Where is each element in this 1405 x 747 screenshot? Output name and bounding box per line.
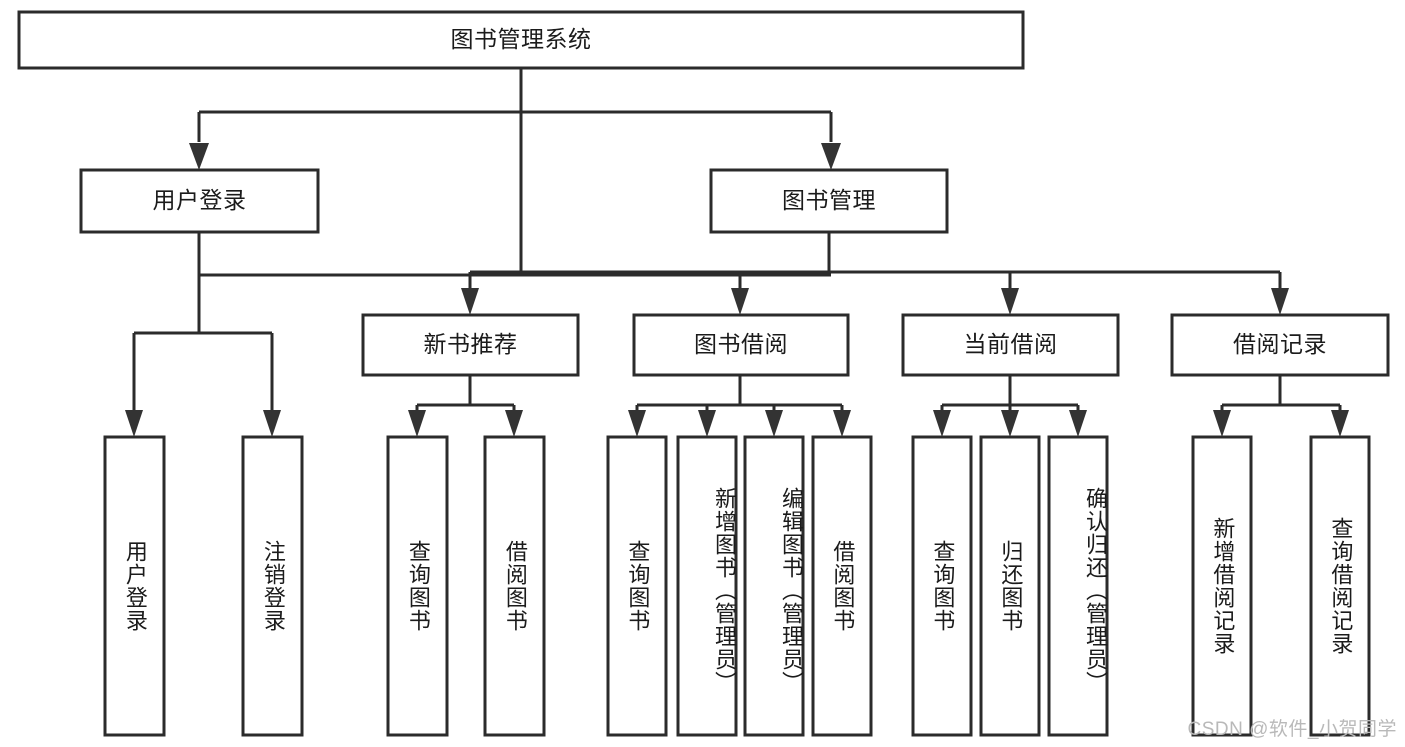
node-box-root[interactable]	[17, 10, 1025, 70]
node-box-leaf-logout[interactable]	[241, 435, 304, 737]
connector-group-borrow-record-children	[1213, 375, 1349, 437]
arrow-to-leaf-user-login	[125, 410, 143, 437]
connector-group-user-login-children	[125, 232, 281, 437]
arrow-to-current-borrow	[1001, 288, 1019, 315]
node-box-current-borrow[interactable]	[901, 313, 1120, 377]
node-box-leaf-br-add[interactable]	[1191, 435, 1253, 737]
node-box-leaf-nb-borrow[interactable]	[483, 435, 546, 737]
arrow-to-book-borrow	[731, 288, 749, 315]
arrow-bb-leaf-4	[833, 410, 851, 437]
connector-group-level2	[189, 68, 841, 170]
connector-group-new-book-children	[408, 375, 523, 437]
arrow-cb-leaf-3	[1069, 410, 1087, 437]
arrow-br-leaf-1	[1213, 410, 1231, 437]
arrow-br-leaf-2	[1331, 410, 1349, 437]
arrow-bb-leaf-1	[628, 410, 646, 437]
arrow-to-leaf-logout	[263, 410, 281, 437]
arrow-bb-leaf-2	[698, 410, 716, 437]
node-box-borrow-record[interactable]	[1170, 313, 1390, 377]
node-box-new-book-recommend[interactable]	[361, 313, 580, 377]
connector-group-book-borrow-children	[628, 375, 851, 437]
arrow-to-borrow-record	[1271, 288, 1289, 315]
connector-group-book-mgmt-children	[461, 232, 1289, 315]
node-box-leaf-cb-query[interactable]	[911, 435, 973, 737]
arrow-nb-leaf-2	[505, 410, 523, 437]
node-box-leaf-bb-borrow[interactable]	[811, 435, 873, 737]
node-box-leaf-br-query[interactable]	[1309, 435, 1371, 737]
arrow-bb-leaf-3	[765, 410, 783, 437]
node-box-book-borrow[interactable]	[632, 313, 850, 377]
node-box-leaf-bb-query[interactable]	[606, 435, 668, 737]
arrow-to-user-login	[189, 143, 209, 170]
arrow-nb-leaf-1	[408, 410, 426, 437]
connector-group-current-borrow-children	[933, 375, 1087, 437]
arrow-cb-leaf-1	[933, 410, 951, 437]
node-box-leaf-bb-add[interactable]	[676, 435, 738, 737]
arrow-to-new-book	[461, 288, 479, 315]
node-box-leaf-bb-edit[interactable]	[743, 435, 805, 737]
node-box-user-login[interactable]	[79, 168, 320, 234]
node-box-leaf-cb-return[interactable]	[979, 435, 1041, 737]
node-box-leaf-user-login[interactable]	[103, 435, 166, 737]
arrow-to-book-mgmt	[821, 143, 841, 170]
arrow-cb-leaf-2	[1001, 410, 1019, 437]
node-box-book-management[interactable]	[709, 168, 949, 234]
node-box-leaf-cb-confirm[interactable]	[1047, 435, 1109, 737]
node-box-leaf-nb-query[interactable]	[386, 435, 449, 737]
